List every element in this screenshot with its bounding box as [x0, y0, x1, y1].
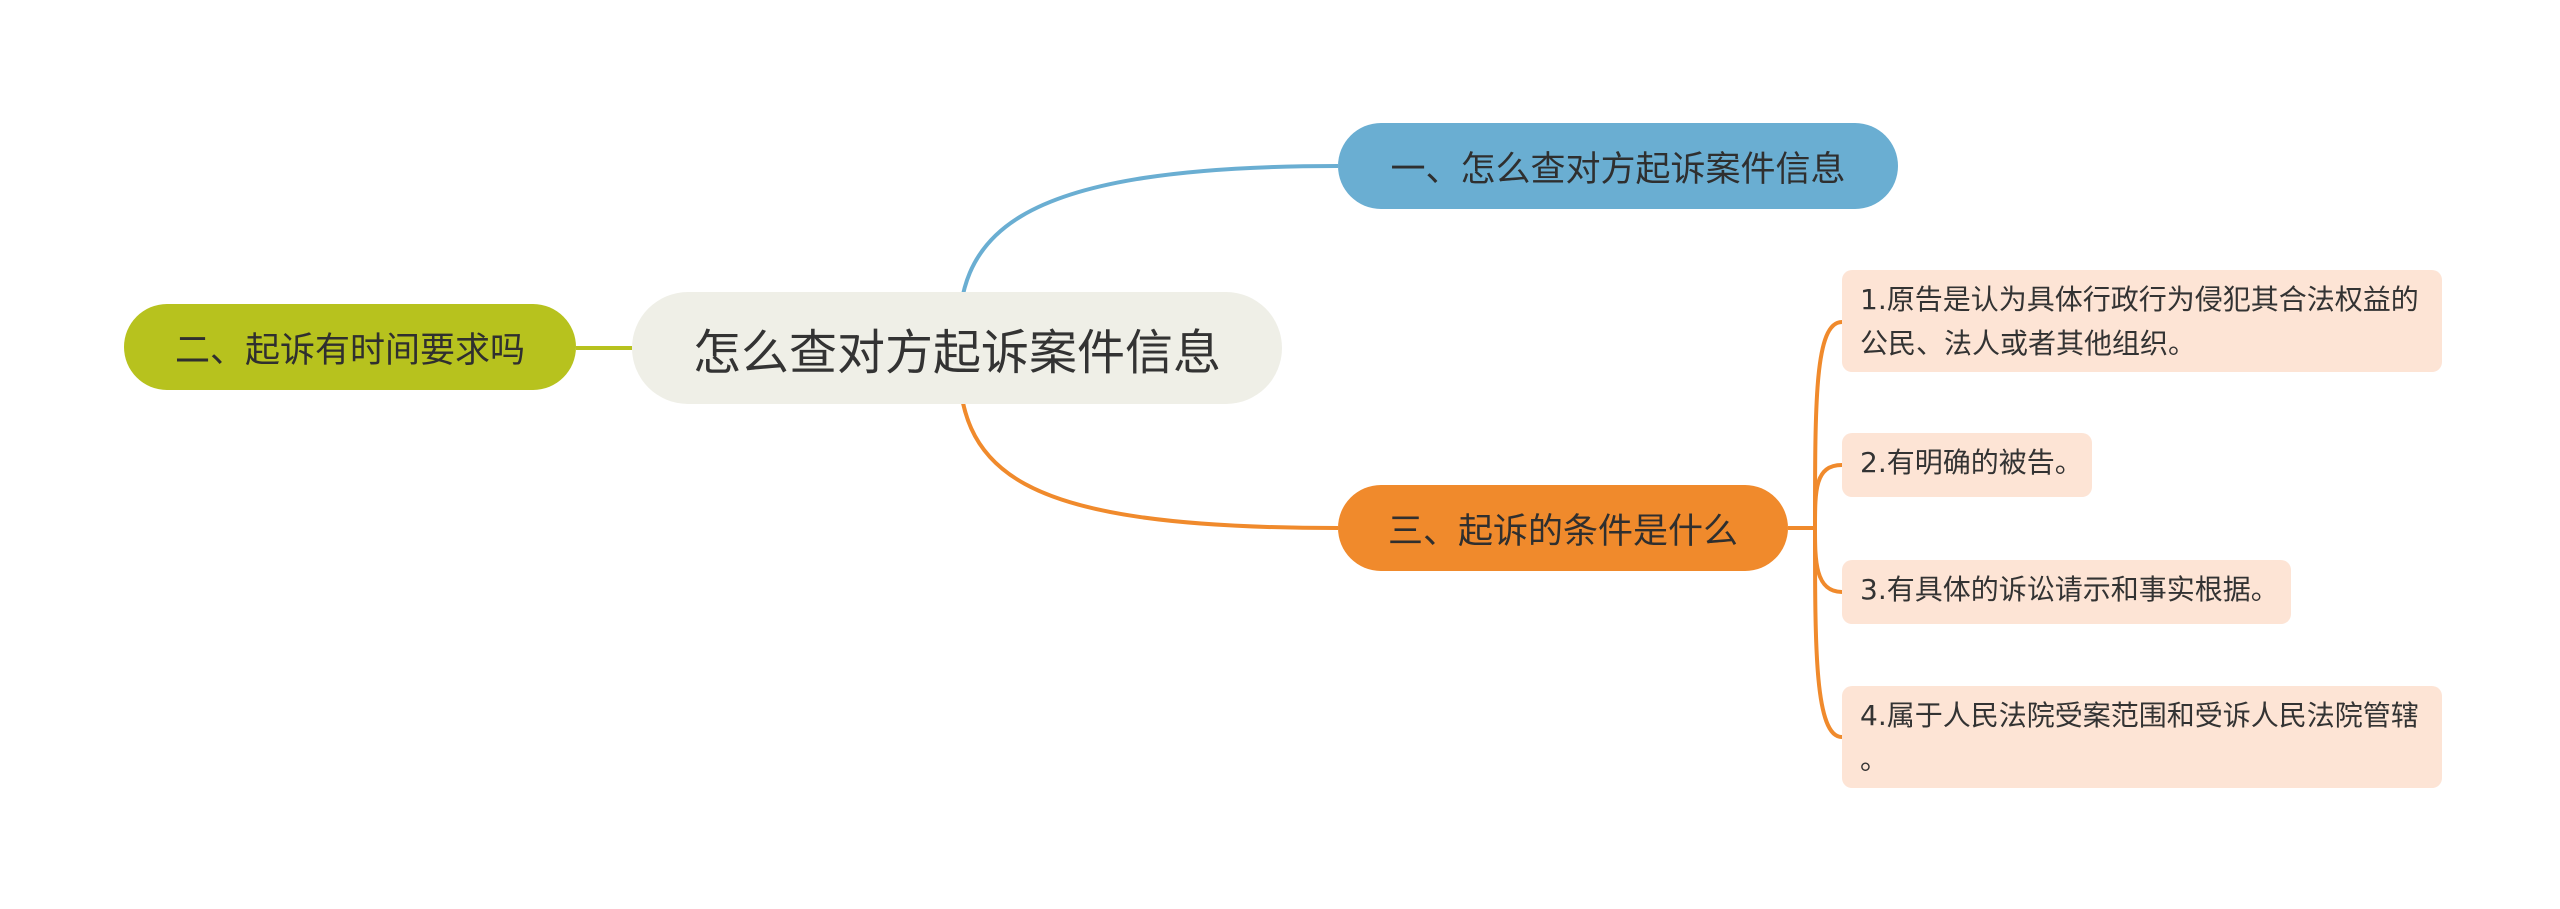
- condition-node-2[interactable]: 2.有明确的被告。: [1842, 433, 2092, 497]
- condition-node-4[interactable]: 4.属于人民法院受案范围和受诉人民法院管辖 。: [1842, 686, 2442, 788]
- branch-node-2[interactable]: 二、起诉有时间要求吗: [124, 304, 576, 390]
- edge-to-condition-1: [1813, 320, 1843, 529]
- root-node[interactable]: 怎么查对方起诉案件信息: [632, 292, 1282, 404]
- branch-node-2-label: 二、起诉有时间要求吗: [174, 330, 525, 371]
- edge-to-condition-4: [1813, 527, 1843, 739]
- condition-node-2-line-1: 2.有明确的被告。: [1860, 446, 2083, 479]
- condition-node-3-line-1: 3.有具体的诉讼请示和事实根据。: [1860, 573, 2279, 606]
- branch-node-1[interactable]: 一、怎么查对方起诉案件信息: [1338, 123, 1898, 209]
- root-node-label: 怎么查对方起诉案件信息: [692, 325, 1221, 381]
- condition-node-1-line-2: 公民、法人或者其他组织。: [1860, 327, 2197, 360]
- condition-node-3[interactable]: 3.有具体的诉讼请示和事实根据。: [1842, 560, 2291, 624]
- branch-node-3-label: 三、起诉的条件是什么: [1387, 511, 1738, 552]
- edge-to-condition-2: [1813, 463, 1843, 529]
- branch-node-1-label: 一、怎么查对方起诉案件信息: [1390, 149, 1846, 190]
- edge-to-condition-3: [1813, 527, 1843, 594]
- branch-node-3[interactable]: 三、起诉的条件是什么: [1338, 485, 1788, 571]
- condition-node-4-line-1: 4.属于人民法院受案范围和受诉人民法院管辖: [1860, 699, 2419, 732]
- condition-node-1[interactable]: 1.原告是认为具体行政行为侵犯其合法权益的 公民、法人或者其他组织。: [1842, 270, 2442, 372]
- condition-node-1-line-1: 1.原告是认为具体行政行为侵犯其合法权益的: [1860, 283, 2419, 316]
- condition-node-4-line-2: 。: [1860, 743, 1889, 776]
